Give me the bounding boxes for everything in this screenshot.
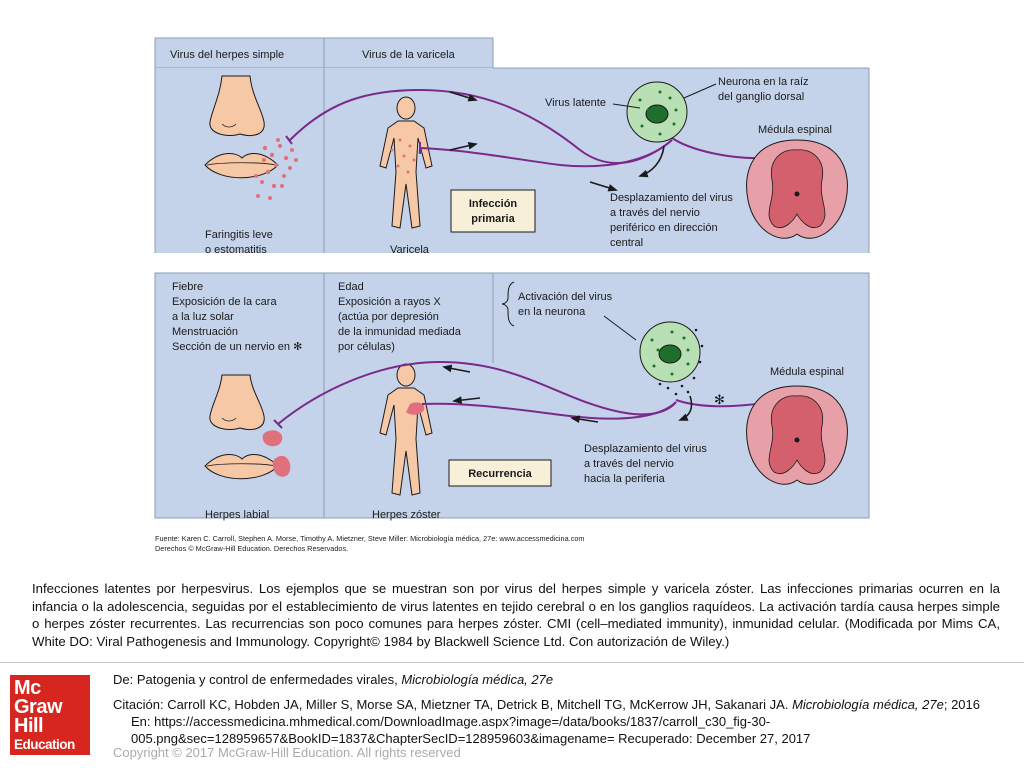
neuron-latent xyxy=(626,81,688,143)
logo-text-education: Education xyxy=(14,737,75,752)
label-activacion-2: en la neurona xyxy=(518,306,586,318)
label-desplaz-bottom-2: a través del nervio xyxy=(584,458,674,470)
spinal-cord-top xyxy=(746,139,848,239)
trigger-inmunidad: de la inmunidad mediada xyxy=(338,326,462,338)
arrow-bottom-4 xyxy=(678,395,693,421)
attribution-de-book: Microbiología médica, 27e xyxy=(401,672,554,687)
label-desplaz-top-1: Desplazamiento del virus xyxy=(610,192,733,204)
header-varicela: Virus de la varicela xyxy=(362,49,456,61)
label-infeccion-2: primaria xyxy=(471,213,515,225)
header-herpes-simple: Virus del herpes simple xyxy=(170,49,284,61)
arrow-bottom-1 xyxy=(442,364,471,373)
lips-illustration-top xyxy=(204,153,279,179)
arrow-top-4 xyxy=(638,145,665,178)
logo-text-mc: Mc xyxy=(14,677,41,699)
trigger-fiebre: Fiebre xyxy=(172,281,203,293)
lesion-dots-top xyxy=(254,138,298,200)
copyright: Copyright © 2017 McGraw-Hill Education. … xyxy=(113,745,461,760)
nose-illustration-top xyxy=(209,75,265,136)
attribution-de-prefix: De: Patogenia y control de enfermedades … xyxy=(113,672,402,687)
trigger-menstruacion: Menstruación xyxy=(172,326,238,338)
figure-source-1: Fuente: Karen C. Carroll, Stephen A. Mor… xyxy=(155,534,584,543)
herpes-labial-lesions xyxy=(262,430,291,477)
label-desplaz-top-2: a través del nervio xyxy=(610,207,700,219)
label-faringitis-1: Faringitis leve xyxy=(205,229,273,241)
neuron-activated xyxy=(639,321,704,396)
mcgraw-hill-logo: Mc Graw Hill Education xyxy=(10,675,90,755)
label-faringitis-2: o estomatitis xyxy=(205,244,267,256)
nerve-path-bottom-sensory xyxy=(277,360,677,425)
trigger-edad: Edad xyxy=(338,281,364,293)
attribution-citation: Citación: Carroll KC, Hobden JA, Miller … xyxy=(113,696,1003,747)
label-herpes-labial: Herpes labial xyxy=(205,509,269,521)
herpes-latency-diagram: Virus del herpes simple Virus de la vari… xyxy=(154,37,870,553)
label-medula-bottom: Médula espinal xyxy=(770,366,844,378)
recurrencia-box xyxy=(448,459,552,487)
asterisk-nerve-section: ✻ xyxy=(714,393,725,408)
nose-illustration-bottom xyxy=(209,374,265,430)
trigger-seccion-nervio: Sección de un nervio en ✻ xyxy=(172,341,302,353)
attribution: De: Patogenia y control de enfermedades … xyxy=(113,671,1003,747)
body-figure-top xyxy=(379,96,433,229)
label-desplaz-top-3: periférico en dirección xyxy=(610,222,718,234)
label-varicela: Varicela xyxy=(390,244,430,256)
arrow-top-2 xyxy=(449,141,478,151)
trigger-luz-solar: a la luz solar xyxy=(172,311,234,323)
figure-caption: Infecciones latentes por herpesvirus. Lo… xyxy=(32,581,1000,649)
label-neurona-2: del ganglio dorsal xyxy=(718,91,804,103)
nerve-path-bottom-zoster xyxy=(421,401,677,420)
arrow-top-1 xyxy=(449,91,478,102)
citation-book: Microbiología médica, 27e xyxy=(792,697,944,712)
logo-text-hill: Hill xyxy=(14,715,44,737)
label-desplaz-top-4: central xyxy=(610,237,643,249)
trigger-exposicion-cara: Exposición de la cara xyxy=(172,296,277,308)
figure-source-2: Derechos © McGraw-Hill Education. Derech… xyxy=(155,544,348,553)
arrow-top-3 xyxy=(589,181,618,192)
trigger-celulas: por células) xyxy=(338,341,395,353)
lips-illustration-bottom xyxy=(204,454,279,480)
attribution-de: De: Patogenia y control de enfermedades … xyxy=(113,671,1003,688)
label-desplaz-bottom-3: hacia la periferia xyxy=(584,473,666,485)
nerve-path-top-varicela xyxy=(419,139,673,168)
trigger-rayos-x: Exposición a rayos X xyxy=(338,296,441,308)
body-figure-bottom xyxy=(379,363,433,496)
label-activacion-1: Activación del virus xyxy=(518,291,613,303)
arrow-bottom-2 xyxy=(452,396,481,404)
divider xyxy=(0,662,1024,663)
label-neurona-1: Neurona en la raíz xyxy=(718,76,809,88)
label-recurrencia: Recurrencia xyxy=(468,468,532,480)
citation-prefix: Citación: Carroll KC, Hobden JA, Miller … xyxy=(113,697,793,712)
label-infeccion-1: Infección xyxy=(469,198,518,210)
logo-text-graw: Graw xyxy=(14,696,63,718)
activation-brace xyxy=(501,281,515,327)
spinal-cord-bottom xyxy=(746,385,848,485)
label-medula-top: Médula espinal xyxy=(758,124,832,136)
citation-suffix: ; 2016 En: https://accessmedicina.mhmedi… xyxy=(131,697,980,746)
label-desplaz-bottom-1: Desplazamiento del virus xyxy=(584,443,707,455)
label-herpes-zoster: Herpes zóster xyxy=(372,509,441,521)
trigger-depresion: (actúa por depresión xyxy=(338,311,439,323)
label-virus-latente: Virus latente xyxy=(545,97,606,109)
infeccion-primaria-box xyxy=(450,189,536,233)
arrow-bottom-3 xyxy=(570,415,599,423)
